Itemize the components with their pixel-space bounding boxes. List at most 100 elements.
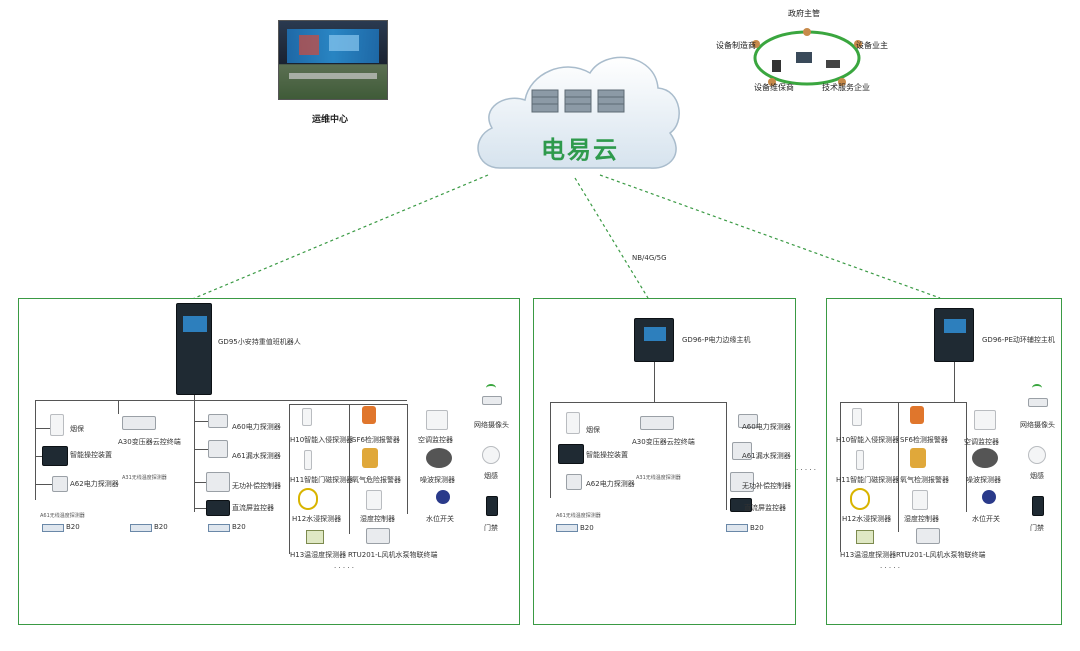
p3-temp-humidity bbox=[856, 530, 874, 544]
power-detector-a62 bbox=[52, 476, 68, 492]
p3-col4-item-2: 烟感 bbox=[1030, 472, 1044, 480]
p3-col2-item-2: 氧气检测报警器 bbox=[900, 476, 949, 484]
p3-col3-item-3: 水位开关 bbox=[972, 515, 1000, 523]
p1-dots: · · · · · bbox=[334, 564, 355, 572]
stakeholder-maker: 设备制造商 bbox=[716, 41, 756, 50]
p2-col1-item-2: 智能操控装置 bbox=[586, 451, 628, 459]
p2-host-label: GD96-P电力边缘主机 bbox=[682, 336, 751, 344]
p2-b20-device bbox=[556, 524, 578, 532]
p3-col1-item-1: H10智能入侵探测器 bbox=[836, 436, 900, 444]
p2-leak-detector bbox=[732, 442, 752, 460]
link-panel2 bbox=[574, 177, 649, 299]
access-control-icon bbox=[486, 496, 498, 516]
p2-smoke-protect bbox=[566, 412, 580, 434]
p2-col2-small: A31无线温度探测器 bbox=[636, 475, 681, 481]
door-magnet-detector bbox=[304, 450, 312, 470]
p3-col2-item-4: RTU201-L风机水泵物联终端 bbox=[896, 551, 986, 559]
p2-smart-control bbox=[558, 444, 584, 464]
humidity-controller bbox=[366, 490, 382, 510]
b20-device-3 bbox=[208, 524, 230, 532]
p3-col3-item-2: 噪波探测器 bbox=[966, 476, 1001, 484]
water-immersion-detector bbox=[298, 488, 318, 510]
p3-door-detector bbox=[856, 450, 864, 470]
server-icon-2 bbox=[564, 89, 592, 113]
p2-col1-item-3: A62电力探测器 bbox=[586, 480, 635, 488]
p1-col5-item-2: 氧气危险报警器 bbox=[352, 476, 401, 484]
p3-sf6-alarm bbox=[910, 406, 924, 424]
p1-col4-item-4: H13温湿度探测器 bbox=[290, 551, 347, 559]
p2-col3-item-4: 直流屏监控器 bbox=[744, 504, 786, 512]
p2-col1-small: A61无线温度探测器 bbox=[556, 513, 601, 519]
sf6-alarm bbox=[362, 406, 376, 424]
reactive-compensator bbox=[206, 472, 230, 492]
p3-col2-item-3: 湿度控制器 bbox=[904, 515, 939, 523]
p2-col3-item-1: A60电力探测器 bbox=[742, 423, 791, 431]
p2-transformer-terminal bbox=[640, 416, 674, 430]
p2-reactive-compensator bbox=[730, 472, 754, 492]
p1-b20-1: B20 bbox=[66, 523, 80, 531]
p1-col4-item-2: H11智能门磁探测器 bbox=[290, 476, 354, 484]
p1-col5-item-3: 湿度控制器 bbox=[360, 515, 395, 523]
p2-col3-item-3: 无功补偿控制器 bbox=[742, 482, 791, 490]
host-cabinet bbox=[176, 303, 212, 395]
p3-rtu-terminal bbox=[916, 528, 940, 544]
p1-col4-item-1: H10智能入侵探测器 bbox=[290, 436, 354, 444]
p3-camera-icon bbox=[1028, 398, 1048, 407]
p2-b20-2: B20 bbox=[750, 524, 764, 532]
b20-device-2 bbox=[130, 524, 152, 532]
edge-host bbox=[634, 318, 674, 362]
p1-col1-item-2: 智能操控装置 bbox=[70, 451, 112, 459]
p1-b20-2: B20 bbox=[154, 523, 168, 531]
p2-col3-item-2: A61漏水探测器 bbox=[742, 452, 791, 460]
p1-col7-item-2: 烟感 bbox=[484, 472, 498, 480]
p1-col3-item-2: A61漏水探测器 bbox=[232, 452, 281, 460]
p3-col1-item-4: H13温湿度探测器 bbox=[840, 551, 897, 559]
p3-col1-item-3: H12水浸探测器 bbox=[842, 515, 892, 523]
water-level-switch bbox=[436, 490, 450, 504]
p1-col7-item-1: 网络摄像头 bbox=[474, 421, 509, 429]
p3-gas-alarm bbox=[910, 448, 926, 468]
b20-device bbox=[42, 524, 64, 532]
p3-humidity-controller bbox=[912, 490, 928, 510]
p3-col1-item-2: H11智能门磁探测器 bbox=[836, 476, 900, 484]
p2-power-detector-a60 bbox=[738, 414, 758, 428]
p2-b20-1: B20 bbox=[580, 524, 594, 532]
p2-b20-device-2 bbox=[726, 524, 748, 532]
p3-col3-item-1: 空调监控器 bbox=[964, 438, 999, 446]
p1-col5-item-4: RTU201-L风机水泵物联终端 bbox=[348, 551, 438, 559]
power-detector-a60 bbox=[208, 414, 228, 428]
smart-control-device bbox=[42, 446, 68, 466]
temp-humidity-detector bbox=[306, 530, 324, 544]
p3-intrusion-detector bbox=[852, 408, 862, 426]
p1-col3-item-1: A60电力探测器 bbox=[232, 423, 281, 431]
ops-center-label: 运维中心 bbox=[312, 115, 349, 125]
p2-col1-item-1: 烟保 bbox=[586, 426, 600, 434]
p3-noise-detector bbox=[972, 448, 998, 468]
p3-col4-item-3: 门禁 bbox=[1030, 524, 1044, 532]
stakeholder-ring bbox=[752, 28, 862, 86]
p3-col2-item-1: SF6检测报警器 bbox=[900, 436, 948, 444]
stakeholder-gov: 政府主管 bbox=[788, 9, 820, 18]
p2-dc-monitor bbox=[730, 498, 752, 512]
p1-col2-head: A30变压器云控终端 bbox=[118, 438, 181, 446]
p1-col6-item-2: 噪波探测器 bbox=[420, 476, 455, 484]
server-icon-1 bbox=[531, 89, 559, 113]
p1-col4-item-3: H12水浸探测器 bbox=[292, 515, 342, 523]
p3-smoke-sensor-icon bbox=[1028, 446, 1046, 464]
noise-detector bbox=[426, 448, 452, 468]
p2-power-detector bbox=[566, 474, 582, 490]
link-label: NB/4G/5G bbox=[632, 254, 667, 262]
p1-col3-item-4: 直流屏监控器 bbox=[232, 504, 274, 512]
leak-detector-a61 bbox=[208, 440, 228, 458]
p1-col6-item-3: 水位开关 bbox=[426, 515, 454, 523]
stakeholder-maintainer: 设备维保商 bbox=[754, 83, 794, 92]
p1-col5-item-1: SF6检测报警器 bbox=[352, 436, 400, 444]
stakeholder-owner: 设备业主 bbox=[856, 41, 888, 50]
p3-water-detector bbox=[850, 488, 870, 510]
server-icon-3 bbox=[597, 89, 625, 113]
p3-access-control-icon bbox=[1032, 496, 1044, 516]
p1-col7-item-3: 门禁 bbox=[484, 524, 498, 532]
p3-host-label: GD96-PE动环辅控主机 bbox=[982, 336, 1055, 344]
p1-col6-item-1: 空调监控器 bbox=[418, 436, 453, 444]
